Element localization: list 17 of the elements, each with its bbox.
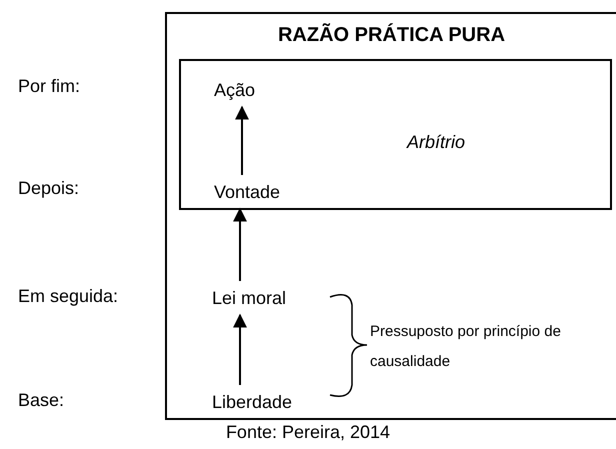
frame-box xyxy=(165,12,616,420)
arrow xyxy=(233,208,247,281)
concept-text: Liberdade xyxy=(212,389,292,415)
concept-box xyxy=(179,59,612,210)
stage-label: Depois: xyxy=(18,177,80,200)
stage-label: Base: xyxy=(18,389,64,412)
stage-label: Em seguida: xyxy=(18,285,118,308)
brace-note: Pressuposto por princípio de causalidade xyxy=(370,322,562,372)
concept-text: Lei moral xyxy=(212,285,286,311)
arrow xyxy=(235,106,249,175)
frame-title: RAZÃO PRÁTICA PURA xyxy=(276,22,506,48)
stage-label: Por fim: xyxy=(18,75,80,98)
concept-text: Ação xyxy=(214,77,256,103)
arrow xyxy=(233,314,247,385)
concept-text: Vontade xyxy=(214,179,280,205)
caption: Fonte: Pereira, 2014 xyxy=(224,421,392,444)
box-label: Arbítrio xyxy=(407,131,466,154)
